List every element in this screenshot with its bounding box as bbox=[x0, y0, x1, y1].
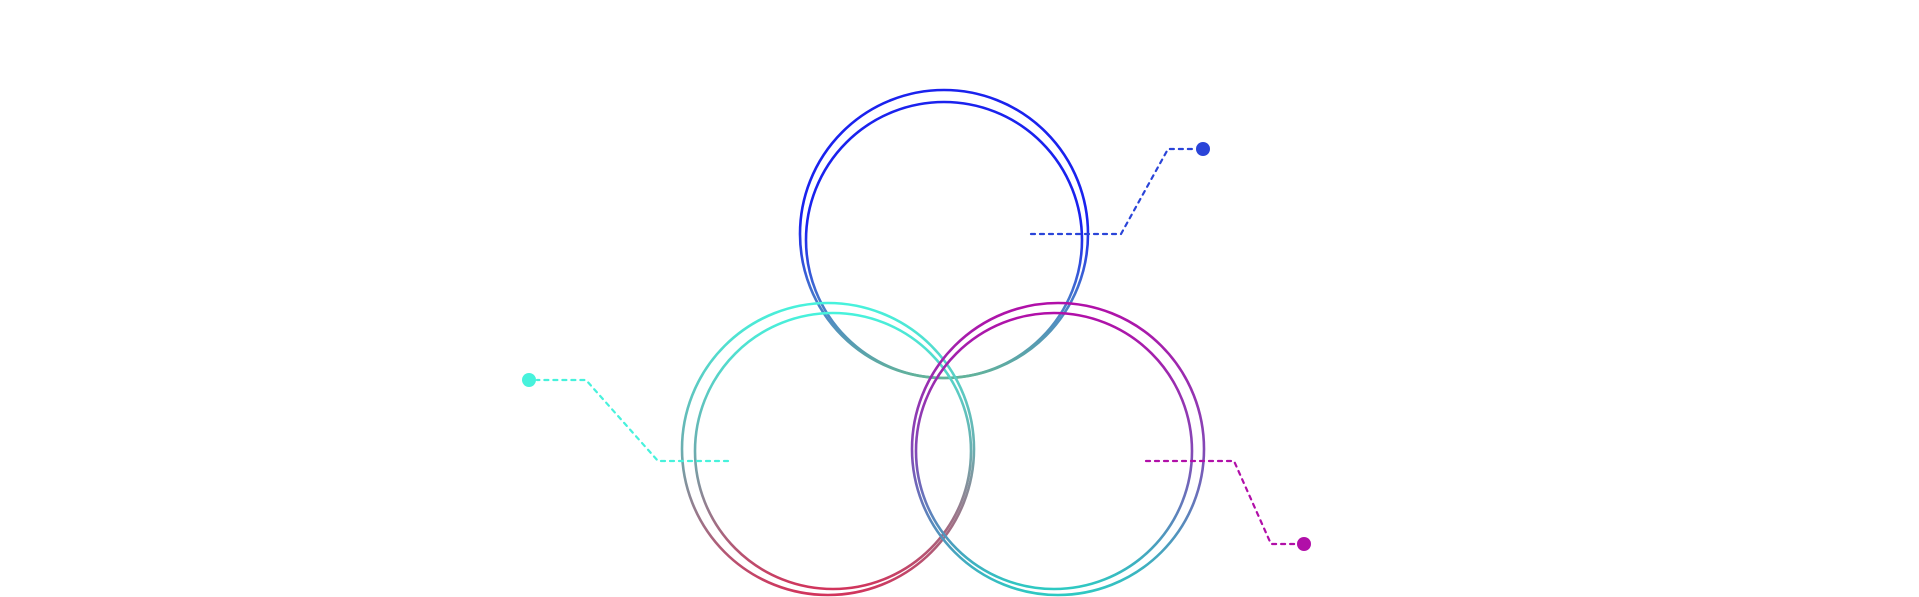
callout-top-dot bbox=[1196, 142, 1210, 156]
callout-right-leader bbox=[1144, 459, 1298, 546]
callout-right-dot bbox=[1297, 537, 1311, 551]
callout-left-dot bbox=[522, 373, 536, 387]
circle-right-inner-ring bbox=[914, 311, 1194, 591]
circle-left-outer-ring bbox=[680, 301, 976, 597]
callout-left bbox=[522, 373, 730, 463]
circle-left-inner-ring bbox=[693, 311, 973, 591]
circle-top-inner-ring bbox=[804, 100, 1084, 380]
callout-left-leader bbox=[535, 378, 730, 463]
callout-top-leader bbox=[1029, 147, 1197, 236]
circle-left bbox=[680, 301, 976, 597]
circle-right bbox=[910, 301, 1206, 597]
callout-right bbox=[1144, 459, 1311, 551]
callout-top bbox=[1029, 142, 1210, 236]
circle-right-outer-ring bbox=[910, 301, 1206, 597]
